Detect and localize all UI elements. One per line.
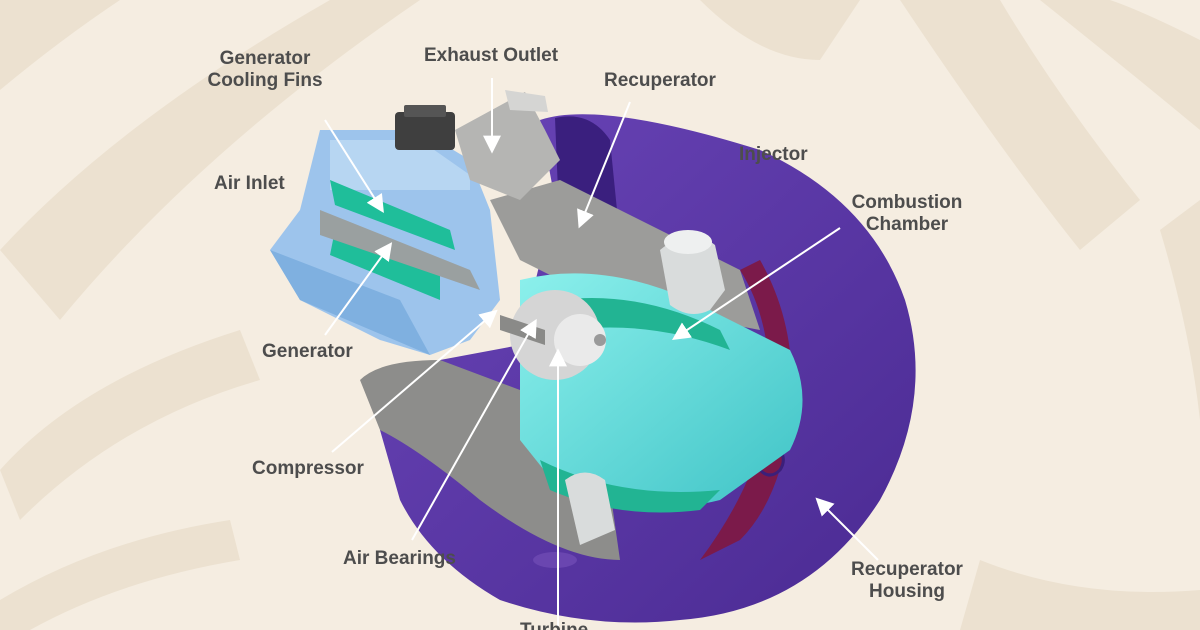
generator-core [320,180,480,300]
label-generator-cooling-fins: Generator Cooling Fins [207,48,323,91]
label-air-bearings: Air Bearings [343,548,456,569]
label-combustion-chamber: Combustion Chamber [851,192,963,235]
exhaust-duct [395,90,560,200]
injector-assembly [660,230,725,314]
label-turbine: Turbine [520,620,588,630]
leader-arrows [324,78,879,628]
label-exhaust-outlet: Exhaust Outlet [424,45,559,66]
label-air-inlet: Air Inlet [214,173,285,194]
label-compressor: Compressor [252,458,364,479]
label-recuperator: Recuperator [604,70,716,91]
lower-bellows [533,472,615,568]
label-injector: Injector [739,144,808,165]
label-generator: Generator [262,341,353,362]
label-recuperator-housing: Recuperator Housing [851,559,963,602]
